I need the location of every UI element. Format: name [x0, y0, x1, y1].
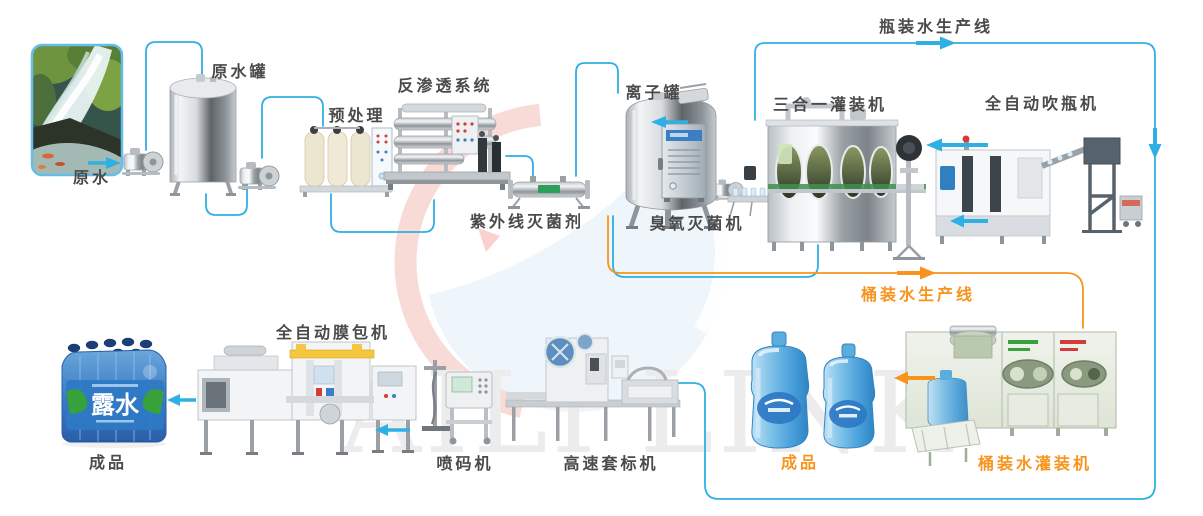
ro-system-machine	[383, 103, 511, 190]
barrel-filler-machine	[905, 325, 1117, 466]
pump-2	[237, 161, 280, 191]
label-film-wrapper: 全自动膜包机	[275, 325, 391, 342]
pretreatment-machine	[299, 126, 393, 197]
flow-line-blue-connectors	[145, 41, 1156, 500]
finished-barrels	[750, 331, 876, 449]
arrow-blowmolder-outfeed	[950, 214, 988, 228]
line-iontank-barrelfiller	[607, 215, 1084, 329]
barrel-2	[822, 343, 876, 449]
blow-molder-machine	[935, 135, 1143, 244]
raw-water-tank-machine	[169, 74, 237, 196]
label-barreled-line: 桶装水生产线	[860, 287, 976, 304]
label-raw-water: 原水	[72, 170, 112, 187]
arrow-barrelfiller-to-barrels	[894, 371, 935, 385]
uv-sterilizer-machine	[508, 176, 590, 209]
label-bottled-line: 瓶装水生产线	[878, 19, 994, 36]
raw-water-photo	[30, 43, 124, 177]
line-uv-iontank	[575, 62, 619, 177]
pump-1	[121, 147, 164, 177]
arrow-ozone-to-iontank	[651, 116, 688, 128]
arrow-inkjet-to-wrapper	[375, 424, 410, 436]
label-sleeve-labeler: 高速套标机	[563, 456, 659, 473]
ozone-sterilizer-machine	[658, 123, 707, 202]
pack-brand-text: 露水	[91, 392, 140, 419]
label-ro-system: 反渗透系统	[397, 78, 493, 95]
line-iontank-filler	[612, 215, 819, 278]
arrow-bottled-line-down	[1148, 128, 1162, 159]
label-finished-barrels: 成品	[780, 455, 820, 472]
inkjet-coder-machine	[422, 360, 493, 445]
label-blow-molder: 全自动吹瓶机	[984, 96, 1100, 113]
label-finished-pack: 成品	[88, 455, 128, 472]
label-triblock-filler: 三合一灌装机	[772, 97, 888, 114]
label-raw-water-tank: 原水罐	[211, 64, 269, 81]
triblock-filler-machine	[727, 97, 926, 260]
sleeve-labeler-machine	[505, 333, 681, 441]
barrel-1	[750, 331, 810, 449]
line-pump1-tank	[145, 41, 203, 151]
arrow-wrapper-to-pack	[167, 394, 196, 406]
label-ozone-sterilizer: 臭氧灭菌机	[649, 216, 745, 233]
flow-line-orange-connectors	[607, 215, 1084, 329]
arrow-rawwater-to-pump	[88, 157, 121, 169]
label-barrel-filler: 桶装水灌装机	[977, 456, 1093, 473]
flow-arrows	[88, 36, 1162, 436]
flow-lines	[145, 41, 1156, 500]
label-inkjet-coder: 喷码机	[436, 456, 494, 473]
label-ion-tank: 离子罐	[625, 85, 683, 102]
label-pretreatment: 预处理	[328, 108, 386, 125]
finished-pack: 露水	[61, 337, 167, 448]
label-uv-sterilizer: 紫外线灭菌剂	[469, 214, 585, 231]
line-bottled-loop	[675, 42, 1156, 500]
line-tank-pump2	[205, 171, 248, 216]
arrow-bottled-line-right	[916, 36, 956, 50]
film-wrapper-machine	[197, 341, 417, 455]
line-pump2-pretreatment	[261, 96, 324, 159]
line-pretreatment-ro	[330, 193, 435, 233]
line-ro-uv	[505, 155, 534, 179]
arrow-blowmolder-to-filler	[926, 138, 988, 152]
arrow-barreled-line-right	[897, 266, 936, 280]
